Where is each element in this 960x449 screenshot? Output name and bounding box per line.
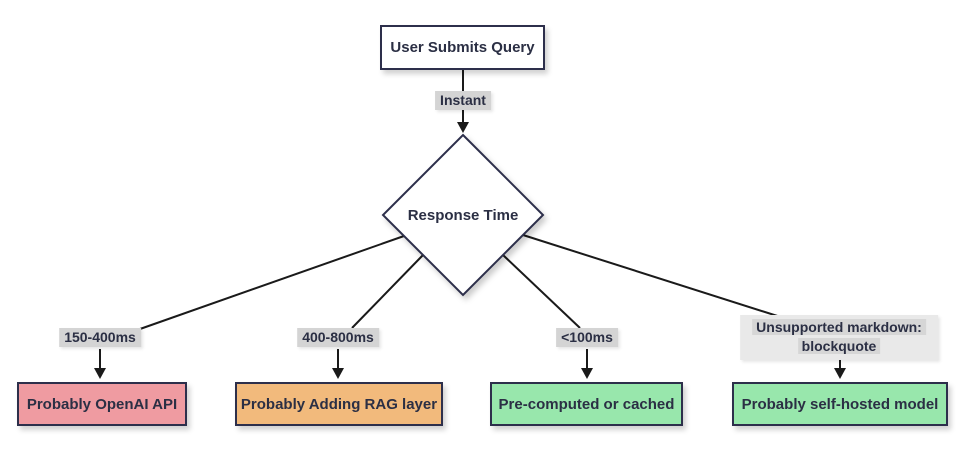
node-label: Pre-computed or cached — [498, 395, 675, 413]
edge-label-150-400ms: 150-400ms — [59, 328, 141, 347]
edge-decision-to-selfhosted — [522, 234, 791, 321]
node-response-time-label: Response Time — [407, 207, 519, 224]
edge-decision-to-openai — [139, 235, 405, 330]
arrowhead-openai — [94, 368, 106, 379]
arrowhead-decision — [457, 122, 469, 133]
edge-label-under-100ms: <100ms — [556, 328, 618, 347]
edge-label-line-2: blockquote — [797, 338, 881, 354]
node-probably-self-hosted-model: Probably self-hosted model — [732, 382, 948, 426]
node-label: Probably self-hosted model — [741, 395, 939, 413]
node-label: User Submits Query — [390, 39, 535, 56]
node-pre-computed-or-cached: Pre-computed or cached — [490, 382, 683, 426]
arrowhead-rag — [332, 368, 344, 379]
node-probably-openai-api: Probably OpenAI API — [17, 382, 187, 426]
edge-label-instant: Instant — [435, 91, 491, 110]
edge-label-line-1: Unsupported markdown: — [752, 319, 926, 335]
node-label: Probably OpenAI API — [26, 395, 178, 413]
arrowhead-cached — [581, 368, 593, 379]
edge-decision-to-cached — [502, 254, 581, 329]
edge-label-unsupported-markdown: Unsupported markdown: blockquote — [740, 315, 938, 360]
node-probably-adding-rag-layer: Probably Adding RAG layer — [235, 382, 443, 426]
edge-decision-to-rag — [351, 254, 424, 329]
decision-diamond — [381, 133, 545, 297]
node-user-submits-query: User Submits Query — [380, 25, 545, 70]
edge-label-400-800ms: 400-800ms — [297, 328, 379, 347]
node-label: Probably Adding RAG layer — [240, 395, 438, 413]
arrowhead-selfhosted — [834, 368, 846, 379]
